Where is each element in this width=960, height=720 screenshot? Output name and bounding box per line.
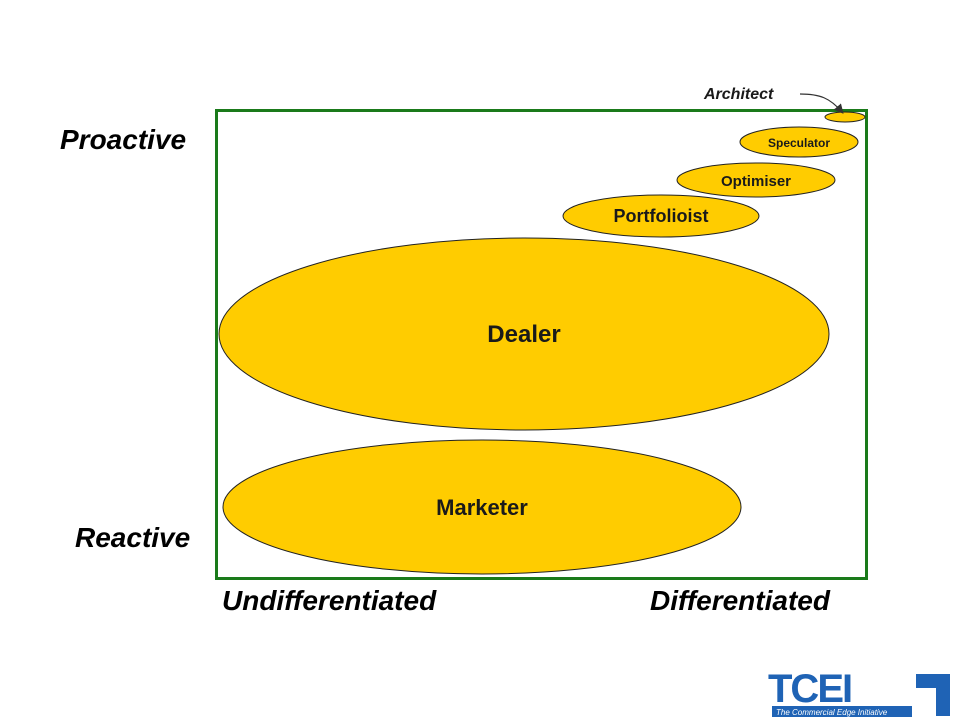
y-axis-top-label: Proactive <box>60 124 187 155</box>
portfolioist-node: Portfolioist <box>562 194 760 238</box>
logo-mark-icon <box>916 674 950 716</box>
optimiser-label: Optimiser <box>721 173 791 190</box>
marketer-node: Marketer <box>222 439 742 575</box>
optimiser-node: Optimiser <box>676 162 836 198</box>
y-axis-bottom-label: Reactive <box>75 522 191 553</box>
speculator-label: Speculator <box>768 136 830 150</box>
x-axis-right-label: Differentiated <box>650 585 830 616</box>
dealer-label: Dealer <box>487 321 560 348</box>
portfolioist-label: Portfolioist <box>614 206 709 226</box>
speculator-node: Speculator <box>739 126 859 158</box>
logo-subtitle: The Commercial Edge Initiative <box>776 708 888 717</box>
marketer-label: Marketer <box>436 495 528 520</box>
tcei-logo: TCEI The Commercial Edge Initiative <box>768 667 950 717</box>
dealer-node: Dealer <box>218 237 830 431</box>
architect-pointer-arrow <box>799 93 844 114</box>
architect-label: Architect <box>703 86 774 103</box>
logo-bar <box>772 706 912 717</box>
architect-node <box>824 111 866 123</box>
diagram-frame <box>215 109 868 580</box>
logo-text: TCEI <box>768 667 851 711</box>
x-axis-left-label: Undifferentiated <box>222 585 437 616</box>
